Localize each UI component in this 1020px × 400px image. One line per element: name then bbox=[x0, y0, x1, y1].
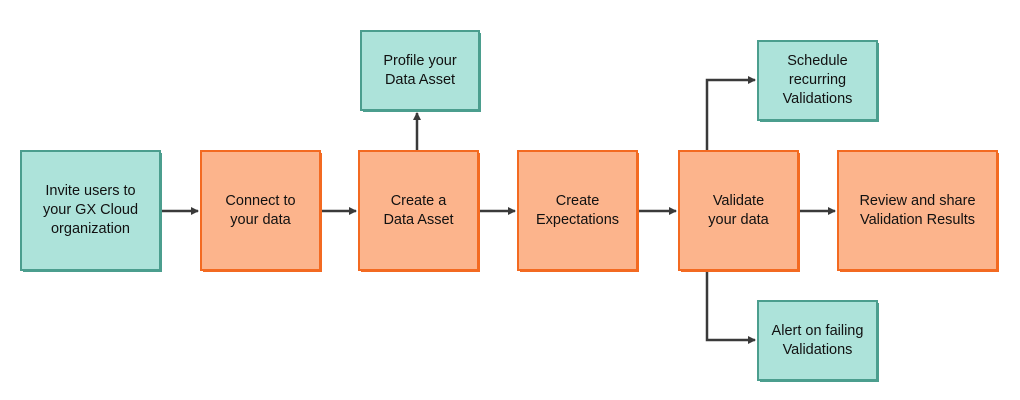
arrow-validate-to-schedule bbox=[705, 76, 756, 150]
node-validate-data: Validate your data bbox=[678, 150, 799, 271]
node-create-expectations: Create Expectations bbox=[517, 150, 638, 271]
node-profile-data-asset: Profile your Data Asset bbox=[360, 30, 480, 111]
node-invite-users: Invite users to your GX Cloud organizati… bbox=[20, 150, 161, 271]
node-alert-failing-validations: Alert on failing Validations bbox=[757, 300, 878, 381]
arrow-validate-to-alert bbox=[705, 271, 756, 344]
node-schedule-validations: Schedule recurring Validations bbox=[757, 40, 878, 121]
node-review-share-results: Review and share Validation Results bbox=[837, 150, 998, 271]
node-connect-data: Connect to your data bbox=[200, 150, 321, 271]
node-create-data-asset: Create a Data Asset bbox=[358, 150, 479, 271]
